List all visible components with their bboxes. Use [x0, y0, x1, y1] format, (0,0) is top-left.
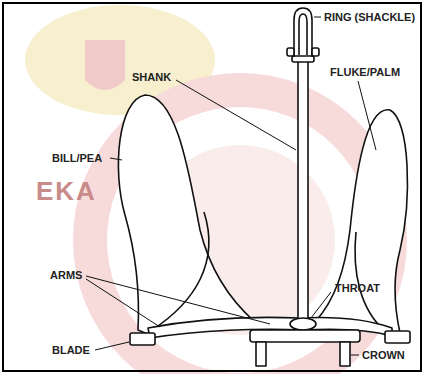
part-label: CROWN — [362, 349, 405, 362]
part-label: ARMS — [50, 269, 82, 282]
leader-line — [95, 342, 129, 350]
shackle-pin — [312, 48, 319, 56]
right-fluke — [315, 110, 407, 336]
crown-prong — [256, 342, 266, 366]
shank-collar — [292, 56, 314, 62]
shackle-pin — [287, 48, 294, 56]
watermark-text: EKA — [36, 176, 97, 206]
part-label: BLADE — [52, 344, 90, 357]
anchor — [118, 8, 410, 366]
leader-line — [86, 279, 160, 327]
crown — [250, 330, 360, 342]
watermark-shield — [85, 40, 125, 90]
fluke-edge — [152, 212, 209, 330]
blade — [130, 333, 155, 345]
part-label: FLUKE/PALM — [330, 66, 400, 79]
part-label: BILL/PEA — [52, 152, 102, 165]
frame — [3, 3, 421, 371]
ring-inner — [299, 14, 307, 55]
shank — [298, 60, 308, 322]
part-label: SHANK — [132, 71, 171, 84]
part-label: THROAT — [335, 282, 380, 295]
leader-line — [110, 158, 122, 160]
left-fluke — [118, 95, 255, 335]
leader-line — [176, 80, 296, 150]
crown-prong — [340, 342, 350, 366]
throat — [290, 318, 316, 330]
watermark-ring — [90, 90, 390, 374]
leader-line — [86, 276, 270, 324]
ring — [294, 8, 312, 57]
leader-line — [314, 17, 321, 18]
part-label: RING (SHACKLE) — [324, 11, 415, 24]
blade — [385, 331, 410, 343]
leader-line — [311, 292, 331, 318]
leader-line — [358, 81, 376, 150]
leader-line — [351, 355, 359, 356]
